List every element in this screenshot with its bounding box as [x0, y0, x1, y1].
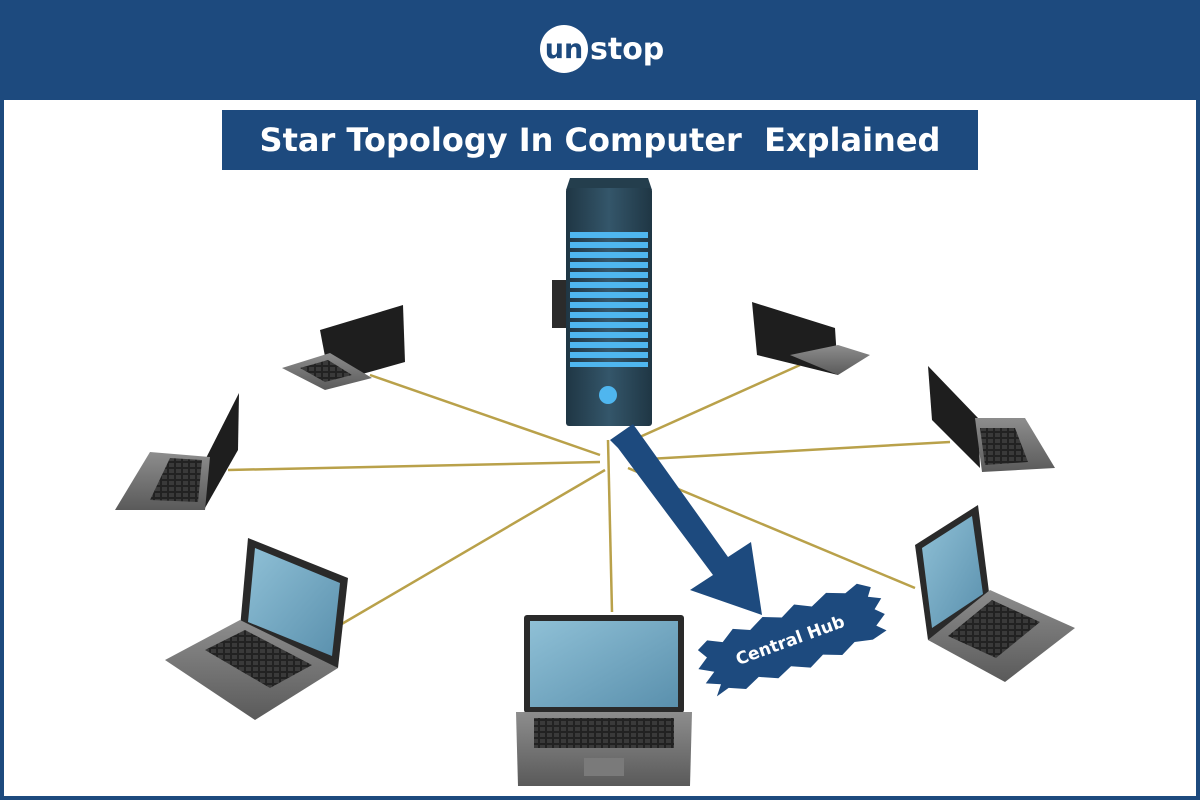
laptop-icon	[752, 302, 870, 375]
cable-right	[629, 440, 951, 462]
cable-bottom	[606, 439, 614, 613]
laptop-icon	[115, 393, 239, 510]
logo-wordmark: stop	[590, 31, 665, 67]
cable-top-left	[369, 373, 601, 457]
laptop-icon	[928, 366, 1055, 472]
laptop-icon	[915, 505, 1075, 682]
logo-mark: un	[540, 25, 588, 73]
cable-left	[227, 460, 601, 472]
unstop-logo: un stop	[540, 25, 664, 73]
laptop-icon	[165, 538, 348, 720]
central-hub-brush	[697, 583, 887, 697]
laptop-icon	[282, 305, 405, 390]
server-icon	[552, 178, 652, 426]
cable-top-right	[621, 363, 801, 447]
page-title: Star Topology In Computer Explained	[222, 110, 978, 170]
laptop-icon	[516, 615, 692, 786]
cable-bottom-left	[339, 468, 606, 627]
arrow-icon	[610, 424, 762, 615]
header-bar: un stop	[0, 0, 1200, 100]
